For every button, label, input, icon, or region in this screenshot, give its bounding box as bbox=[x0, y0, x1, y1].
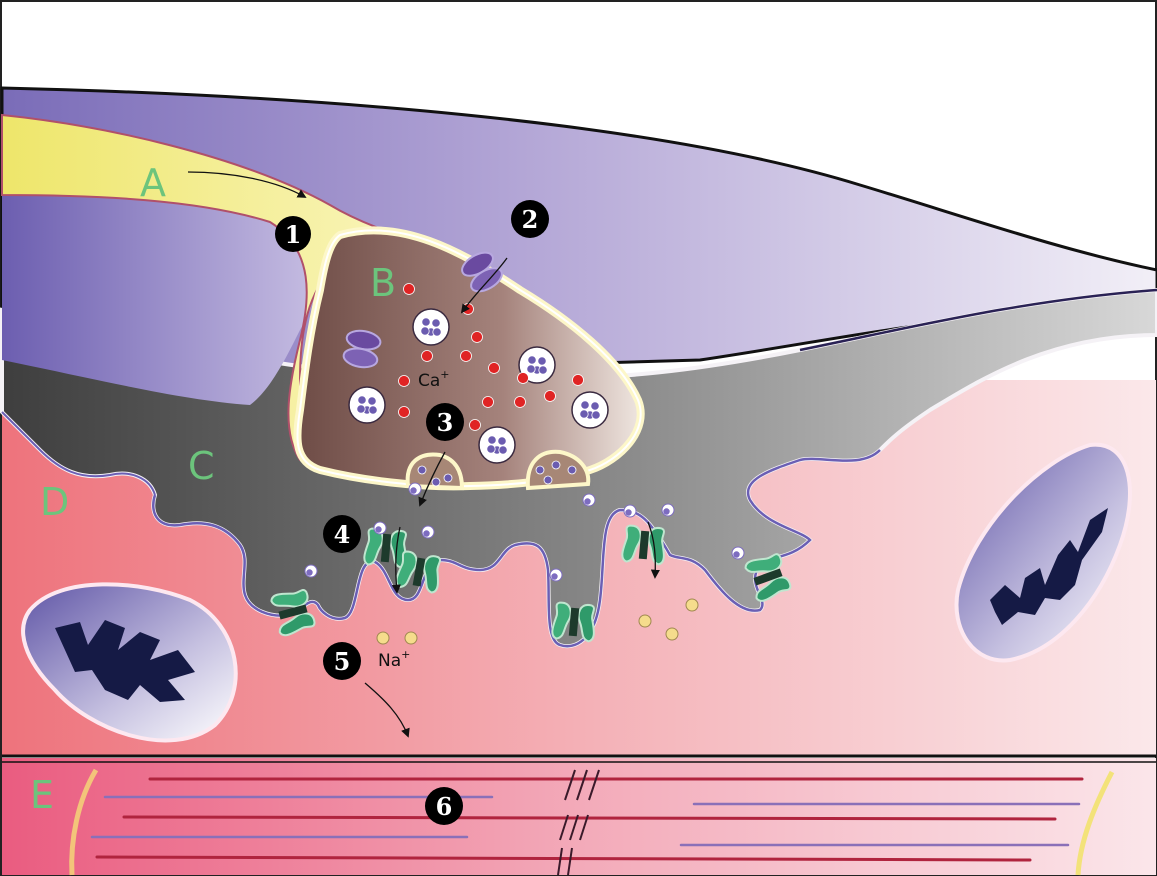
synaptic-vesicle bbox=[413, 309, 449, 345]
label-region-a: A bbox=[140, 161, 166, 205]
vesicle-content bbox=[544, 476, 552, 484]
vesicle-content bbox=[432, 478, 440, 486]
step-badge-4: 4 bbox=[323, 515, 361, 553]
vesicle-content bbox=[536, 466, 544, 474]
calcium-ion bbox=[573, 375, 584, 386]
calcium-ion bbox=[515, 397, 526, 408]
acetylcholine bbox=[732, 547, 744, 559]
svg-text:1: 1 bbox=[285, 220, 302, 249]
acetylcholine bbox=[422, 526, 434, 538]
synaptic-vesicle bbox=[479, 427, 515, 463]
step-badge-2: 2 bbox=[511, 200, 549, 238]
acetylcholine bbox=[550, 569, 562, 581]
acetylcholine bbox=[624, 505, 636, 517]
svg-text:2: 2 bbox=[522, 205, 539, 234]
calcium-ion bbox=[518, 373, 529, 384]
vesicle-content bbox=[418, 466, 426, 474]
acetylcholine bbox=[583, 494, 595, 506]
label-region-b: B bbox=[370, 261, 396, 305]
step-badge-3: 3 bbox=[426, 403, 464, 441]
calcium-ion bbox=[489, 363, 500, 374]
sodium-ion bbox=[377, 632, 389, 644]
calcium-ion bbox=[461, 351, 472, 362]
label-region-e: E bbox=[30, 773, 54, 817]
acetylcholine-receptor bbox=[552, 602, 597, 642]
label-region-c: C bbox=[188, 444, 215, 488]
sodium-ion bbox=[405, 632, 417, 644]
calcium-ion bbox=[472, 332, 483, 343]
step-badge-1: 1 bbox=[275, 216, 311, 252]
synaptic-vesicle bbox=[572, 392, 608, 428]
step-badge-6: 6 bbox=[425, 787, 463, 825]
vesicle-content bbox=[552, 461, 560, 469]
calcium-ion bbox=[545, 391, 556, 402]
sodium-ion bbox=[666, 628, 678, 640]
calcium-ion bbox=[404, 284, 415, 295]
svg-text:4: 4 bbox=[334, 520, 351, 549]
calcium-ion bbox=[470, 420, 481, 431]
sodium-ion bbox=[639, 615, 651, 627]
calcium-ion bbox=[399, 407, 410, 418]
sodium-ion bbox=[686, 599, 698, 611]
acetylcholine bbox=[409, 483, 421, 495]
calcium-ion bbox=[483, 397, 494, 408]
acetylcholine-receptor bbox=[622, 525, 667, 565]
vesicle-content bbox=[568, 466, 576, 474]
vesicle-content bbox=[444, 474, 452, 482]
synaptic-vesicle bbox=[349, 387, 385, 423]
svg-text:3: 3 bbox=[437, 408, 454, 437]
svg-text:5: 5 bbox=[334, 647, 351, 676]
step-badge-5: 5 bbox=[323, 642, 361, 680]
acetylcholine bbox=[305, 565, 317, 577]
svg-text:6: 6 bbox=[436, 792, 453, 821]
calcium-ion bbox=[422, 351, 433, 362]
calcium-ion bbox=[399, 376, 410, 387]
acetylcholine bbox=[374, 522, 386, 534]
acetylcholine-receptor bbox=[364, 528, 409, 568]
acetylcholine bbox=[662, 504, 674, 516]
label-region-d: D bbox=[40, 480, 69, 524]
